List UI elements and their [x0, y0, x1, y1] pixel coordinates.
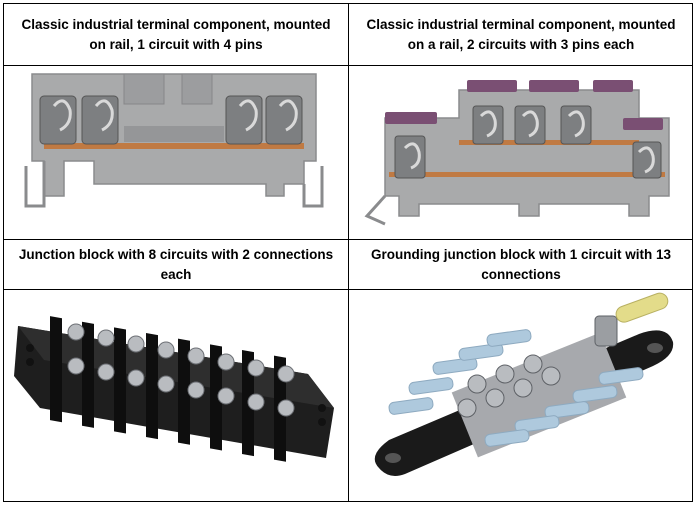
comparison-table: Classic industrial terminal component, m…	[3, 3, 693, 502]
row-divider	[4, 289, 692, 290]
rail-terminal-1-circuit-image	[4, 66, 348, 239]
caption-rail-terminal-2-circuits: Classic industrial terminal component, m…	[366, 16, 676, 52]
caption-junction-block-8-circuits: Junction block with 8 circuits with 2 co…	[18, 246, 334, 282]
caption-rail-terminal-1-circuit: Classic industrial terminal component, m…	[21, 16, 331, 52]
rail-terminal-2-circuits-image	[349, 66, 693, 239]
grounding-block-image	[349, 290, 693, 503]
caption-grounding-block: Grounding junction block with 1 circuit …	[370, 246, 671, 282]
row-divider	[4, 65, 692, 66]
column-divider	[348, 4, 349, 501]
row-divider	[4, 239, 692, 240]
junction-block-8-circuits-image	[4, 290, 348, 503]
